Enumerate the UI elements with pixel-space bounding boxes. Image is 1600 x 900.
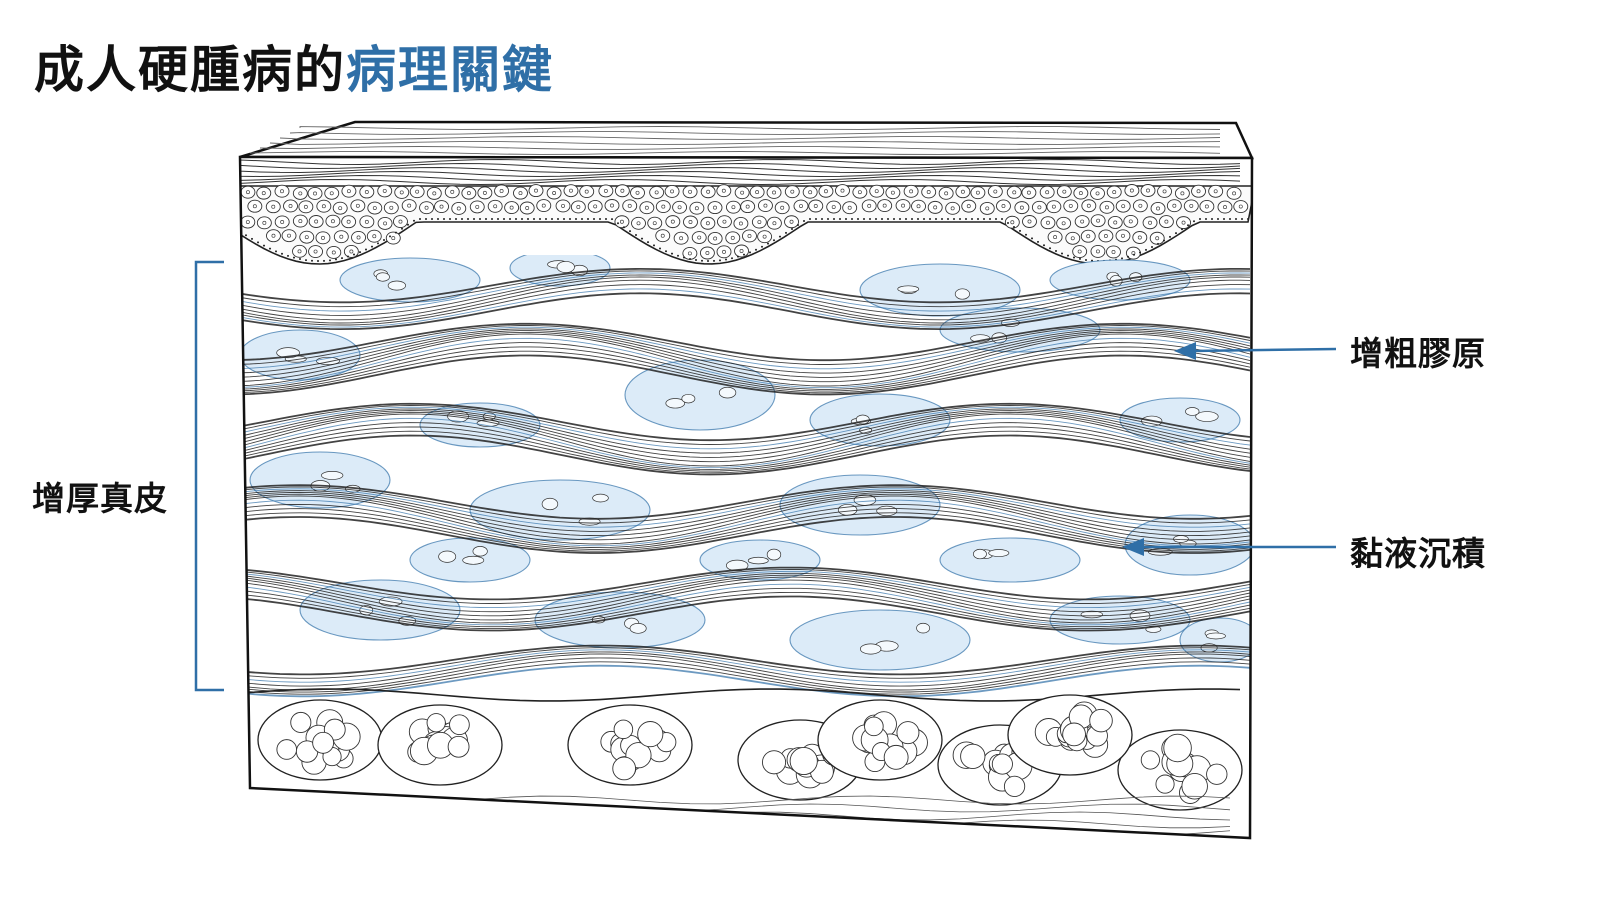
block-outline <box>238 155 1254 840</box>
subcutaneous-fat-layer <box>240 688 1243 837</box>
title-accent: 病理關鍵 <box>346 41 554 99</box>
label-mucin-deposition: 黏液沉積 <box>1350 534 1486 573</box>
collagen-arrow <box>1174 342 1337 360</box>
title-main: 成人硬腫病的 <box>34 41 346 99</box>
collagen-fibers <box>240 267 1251 698</box>
page-title: 成人硬腫病的病理關鍵 <box>34 30 554 102</box>
dermis-bracket <box>194 260 224 692</box>
epidermis-layer <box>240 184 1252 265</box>
top-face-lines <box>249 126 1221 155</box>
label-thickened-collagen: 增粗膠原 <box>1350 334 1486 373</box>
label-thickened-dermis: 增厚真皮 <box>32 479 168 518</box>
stratum-corneum <box>240 158 1241 185</box>
mucin-arrow <box>1122 538 1336 556</box>
